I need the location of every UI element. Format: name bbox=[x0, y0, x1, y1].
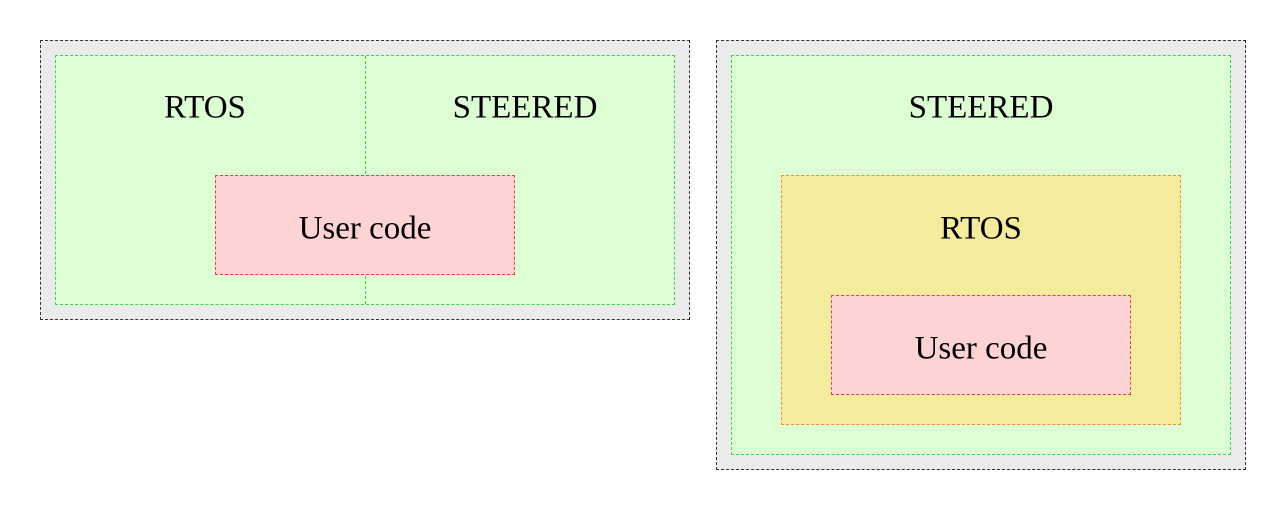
left-steered-label: STEERED bbox=[452, 89, 598, 126]
left-user-code-box bbox=[215, 175, 515, 275]
right-rtos-label: RTOS bbox=[940, 210, 1022, 247]
right-user-code-box bbox=[831, 295, 1131, 395]
left-user-code-label: User code bbox=[298, 210, 432, 247]
right-user-code-label: User code bbox=[914, 330, 1048, 367]
left-rtos-label: RTOS bbox=[164, 89, 246, 126]
right-steered-label: STEERED bbox=[908, 89, 1054, 126]
